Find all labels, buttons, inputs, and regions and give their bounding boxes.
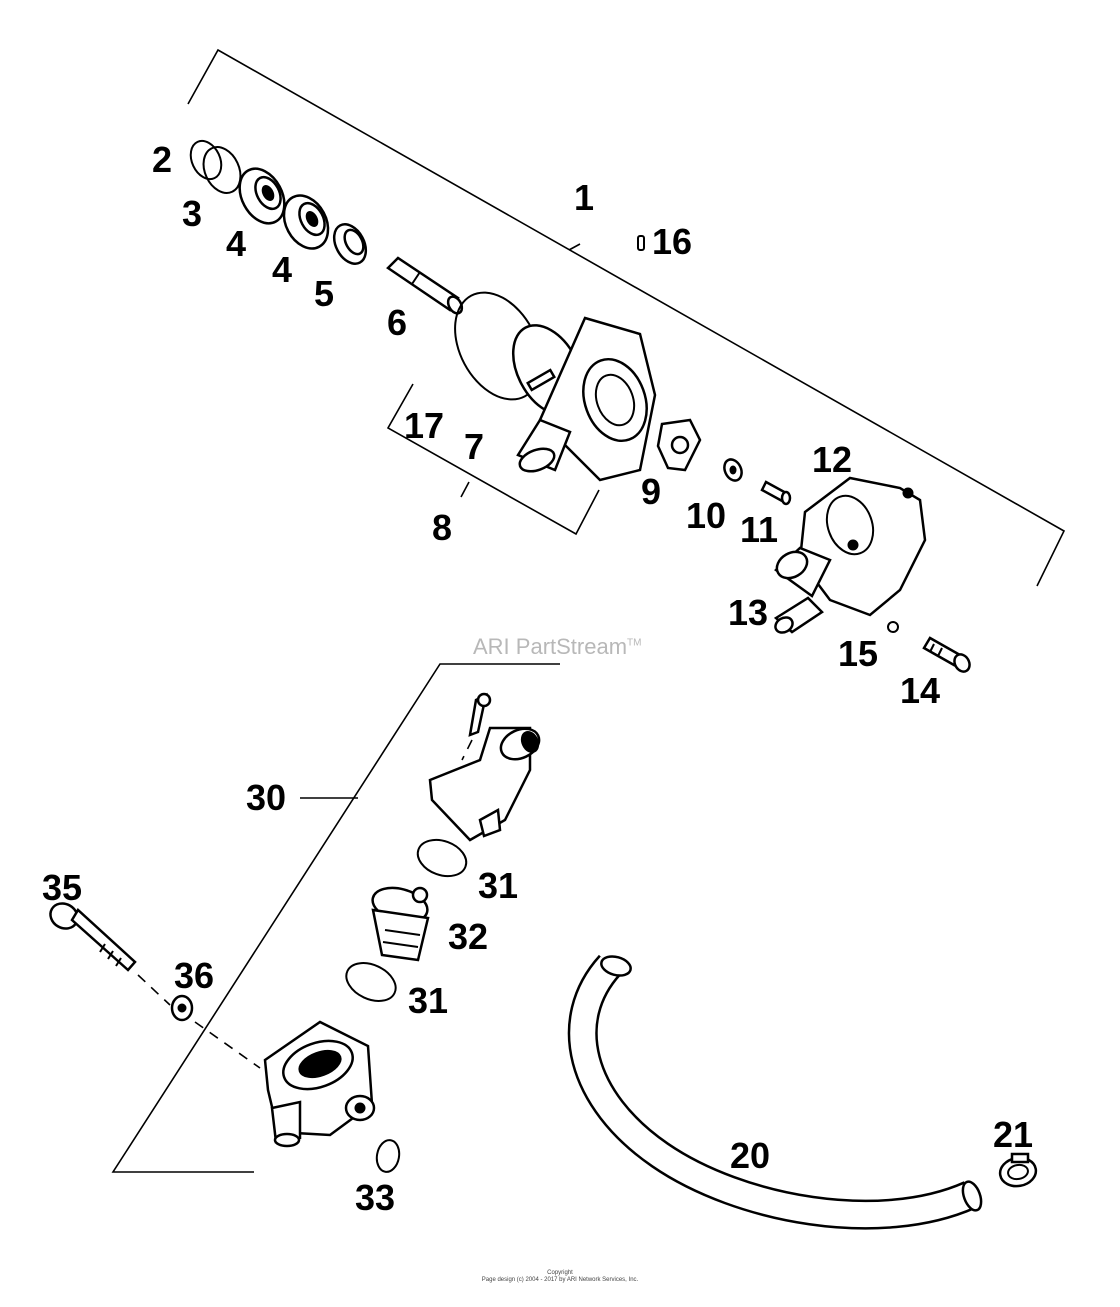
pump-shaft-part (386, 256, 464, 315)
thermostat-part (371, 886, 430, 962)
callout-2: 2 (152, 139, 172, 180)
shaft-seal-part (332, 223, 368, 265)
callout-11: 11 (740, 509, 778, 550)
o-ring-lower-part (345, 962, 397, 1002)
watermark: ARI PartStreamTM (473, 634, 642, 660)
callout-35: 35 (42, 867, 82, 908)
callout-12: 12 (812, 439, 852, 480)
dowel-pin-part (637, 235, 645, 251)
thermostat-housing-part (263, 1020, 376, 1148)
washer-part (723, 458, 743, 482)
cover-screw-part (922, 636, 971, 673)
callout-31b: 31 (408, 980, 448, 1021)
snap-ring-part (202, 146, 242, 194)
callout-5: 5 (314, 273, 334, 314)
callout-labels: 1 2 3 4 4 5 6 16 17 7 8 9 10 11 12 13 15… (42, 139, 1033, 1218)
hose-clamp-part (998, 1152, 1038, 1188)
callout-21: 21 (993, 1114, 1033, 1155)
bearing-part-a (238, 167, 286, 225)
callout-31a: 31 (478, 865, 518, 906)
callout-14: 14 (900, 670, 940, 711)
pump-housing-part (511, 316, 657, 482)
callout-10: 10 (686, 495, 726, 536)
callout-30: 30 (246, 777, 286, 818)
callout-17: 17 (404, 405, 444, 446)
pump-cover-part (773, 476, 927, 634)
callout-1: 1 (574, 177, 594, 218)
long-bolt-part (49, 902, 171, 1006)
callout-33: 33 (355, 1177, 395, 1218)
callout-4b: 4 (272, 249, 292, 290)
coolant-hose-part (567, 954, 983, 1230)
thermostat-group-bracket-30 (111, 663, 560, 1173)
callout-32: 32 (448, 916, 488, 957)
callout-7: 7 (464, 426, 484, 467)
bolt-washer-part (170, 994, 261, 1069)
o-ring-small-part (887, 621, 899, 633)
copyright-label: Copyright (547, 1270, 573, 1276)
impeller-screw-part (760, 480, 792, 506)
callout-15: 15 (838, 633, 878, 674)
impeller-part (656, 418, 702, 472)
assembly-bracket-1 (187, 48, 1066, 587)
copyright-notice: Page design (c) 2004 - 2017 by ARI Netwo… (481, 1277, 639, 1283)
callout-4a: 4 (226, 223, 246, 264)
footer: Copyright Page design (c) 2004 - 2017 by… (0, 1270, 1120, 1284)
callout-9: 9 (641, 471, 661, 512)
callout-8: 8 (432, 507, 452, 548)
callout-6: 6 (387, 302, 407, 343)
callout-13: 13 (728, 592, 768, 633)
bearing-part-b (282, 194, 330, 250)
watermark-text: ARI PartStream (473, 634, 628, 659)
circlip-part (189, 139, 223, 181)
thermostat-cover-part (428, 692, 541, 842)
o-ring-outlet-part (375, 1139, 401, 1173)
callout-20: 20 (730, 1135, 770, 1176)
trademark-mark: TM (627, 637, 642, 649)
housing-group-bracket-8 (386, 383, 600, 536)
o-ring-upper-part (416, 838, 468, 878)
callout-16: 16 (652, 221, 692, 262)
callout-3: 3 (182, 193, 202, 234)
callout-36: 36 (174, 955, 214, 996)
